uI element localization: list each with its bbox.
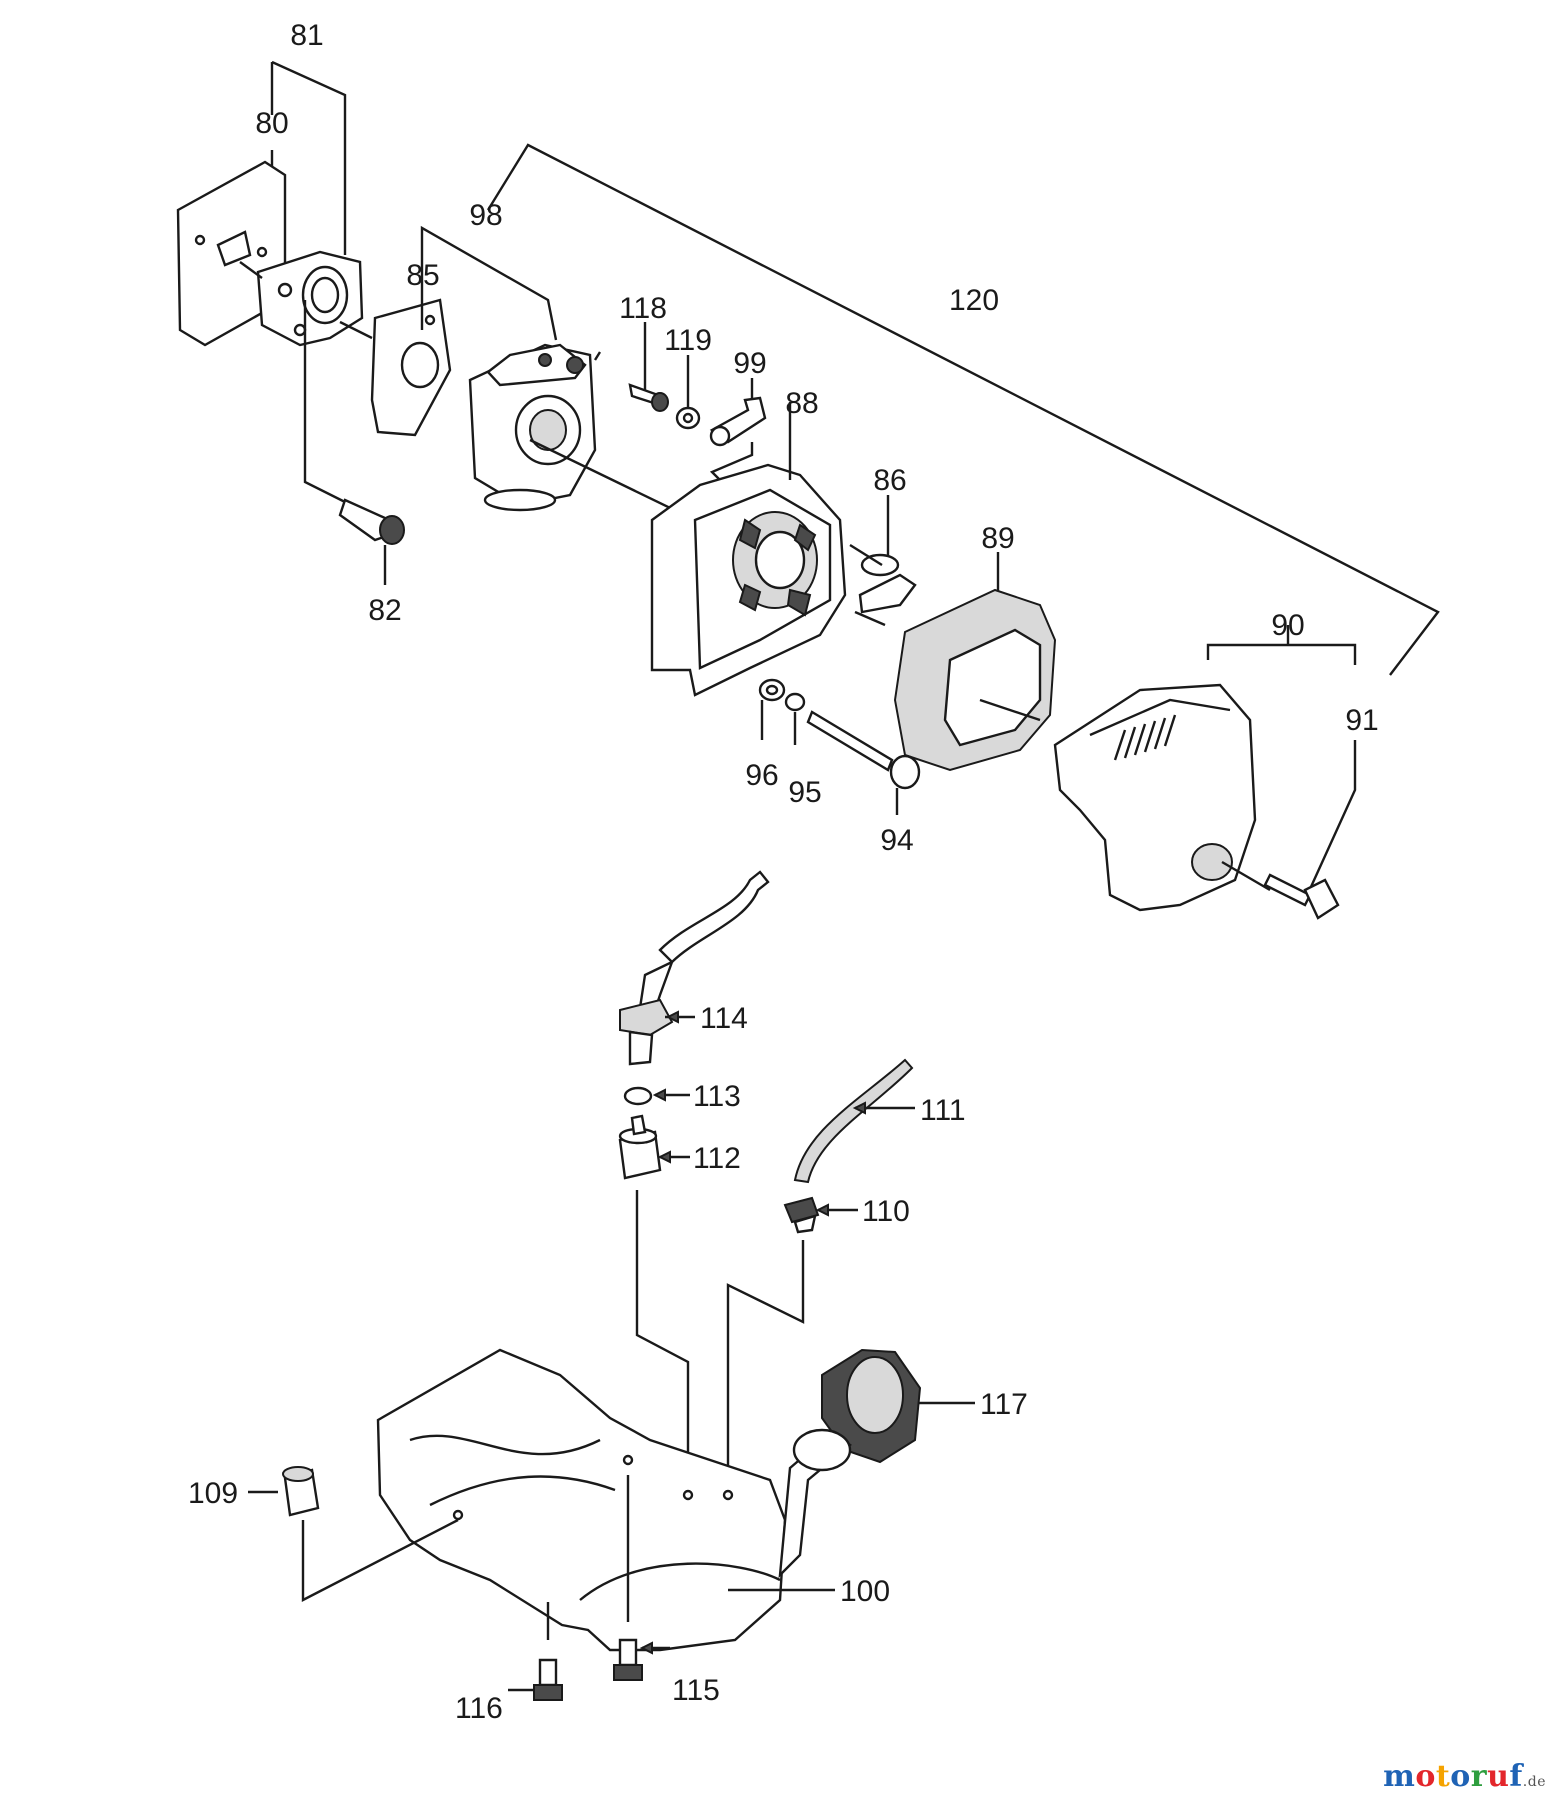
part-86-choke-plate [849, 495, 917, 627]
label-109: 109 [188, 1477, 238, 1510]
part-114-fuel-filter [619, 998, 695, 1066]
part-117-fuel-cap [821, 1348, 975, 1464]
part-82-screw [303, 300, 405, 585]
part-95-lock-washer [784, 692, 806, 745]
part-112-grommet [618, 1114, 690, 1492]
part-100-fuel-tank [376, 1348, 852, 1652]
watermark-suffix: .de [1522, 1774, 1546, 1790]
label-116: 116 [455, 1692, 503, 1725]
part-89-foam-filter [893, 552, 1057, 772]
part-115-screw [613, 1475, 670, 1681]
part-81-insulator [239, 250, 364, 347]
bracket-98 [420, 225, 558, 341]
label-86: 86 [873, 464, 906, 497]
part-118-screw [628, 322, 669, 412]
bracket-120 [486, 143, 1440, 676]
label-119: 119 [664, 324, 712, 357]
watermark-letter: u [1487, 1759, 1510, 1794]
watermark-letter: o [1415, 1759, 1436, 1794]
label-91: 91 [1345, 704, 1378, 737]
label-82: 82 [368, 594, 401, 627]
label-90: 90 [1271, 609, 1304, 642]
fuel-hose-upper [638, 870, 770, 1012]
label-88: 88 [785, 387, 818, 420]
part-116-screw [508, 1602, 563, 1701]
label-85: 85 [406, 259, 439, 292]
label-94: 94 [880, 824, 913, 857]
label-110: 110 [862, 1195, 910, 1228]
label-89: 89 [981, 522, 1014, 555]
part-99-choke-lever [709, 378, 767, 481]
part-labels: 81 80 82 85 98 118 119 99 88 120 86 89 9… [188, 19, 1379, 1725]
part-85-gasket [339, 263, 452, 437]
label-99: 99 [733, 347, 766, 380]
part-90-cleaner-cover [1053, 625, 1357, 912]
part-113-oring [623, 1086, 690, 1106]
label-118: 118 [619, 292, 667, 325]
part-110-vent [726, 1196, 858, 1492]
label-111: 111 [920, 1094, 966, 1127]
motoruf-watermark-logo: motoruf.de [1383, 1759, 1546, 1794]
label-100: 100 [840, 1575, 890, 1608]
label-117: 117 [980, 1388, 1028, 1421]
watermark-letter: r [1470, 1759, 1488, 1794]
label-81: 81 [290, 19, 323, 52]
part-119-washer [675, 355, 701, 430]
carburetor [468, 343, 696, 522]
watermark-letter: t [1435, 1759, 1451, 1794]
label-114: 114 [700, 1002, 748, 1035]
watermark-letter: m [1383, 1759, 1416, 1794]
label-95: 95 [788, 776, 821, 809]
watermark-letter: o [1450, 1759, 1471, 1794]
label-115: 115 [672, 1674, 720, 1707]
label-96: 96 [745, 759, 778, 792]
part-109-rubber-mount [248, 1466, 459, 1602]
label-113: 113 [693, 1080, 741, 1113]
label-120: 120 [949, 284, 999, 317]
part-96-washer [758, 678, 786, 740]
label-112: 112 [693, 1142, 741, 1175]
label-80: 80 [255, 107, 288, 140]
part-111-return-hose [793, 1058, 915, 1184]
cover-vents [1113, 714, 1177, 761]
part-88-air-cleaner-base [650, 402, 847, 697]
part-94-bolt [806, 710, 921, 815]
part-91-knob [1263, 740, 1357, 920]
label-98: 98 [469, 199, 502, 232]
watermark-letter: f [1509, 1759, 1523, 1794]
